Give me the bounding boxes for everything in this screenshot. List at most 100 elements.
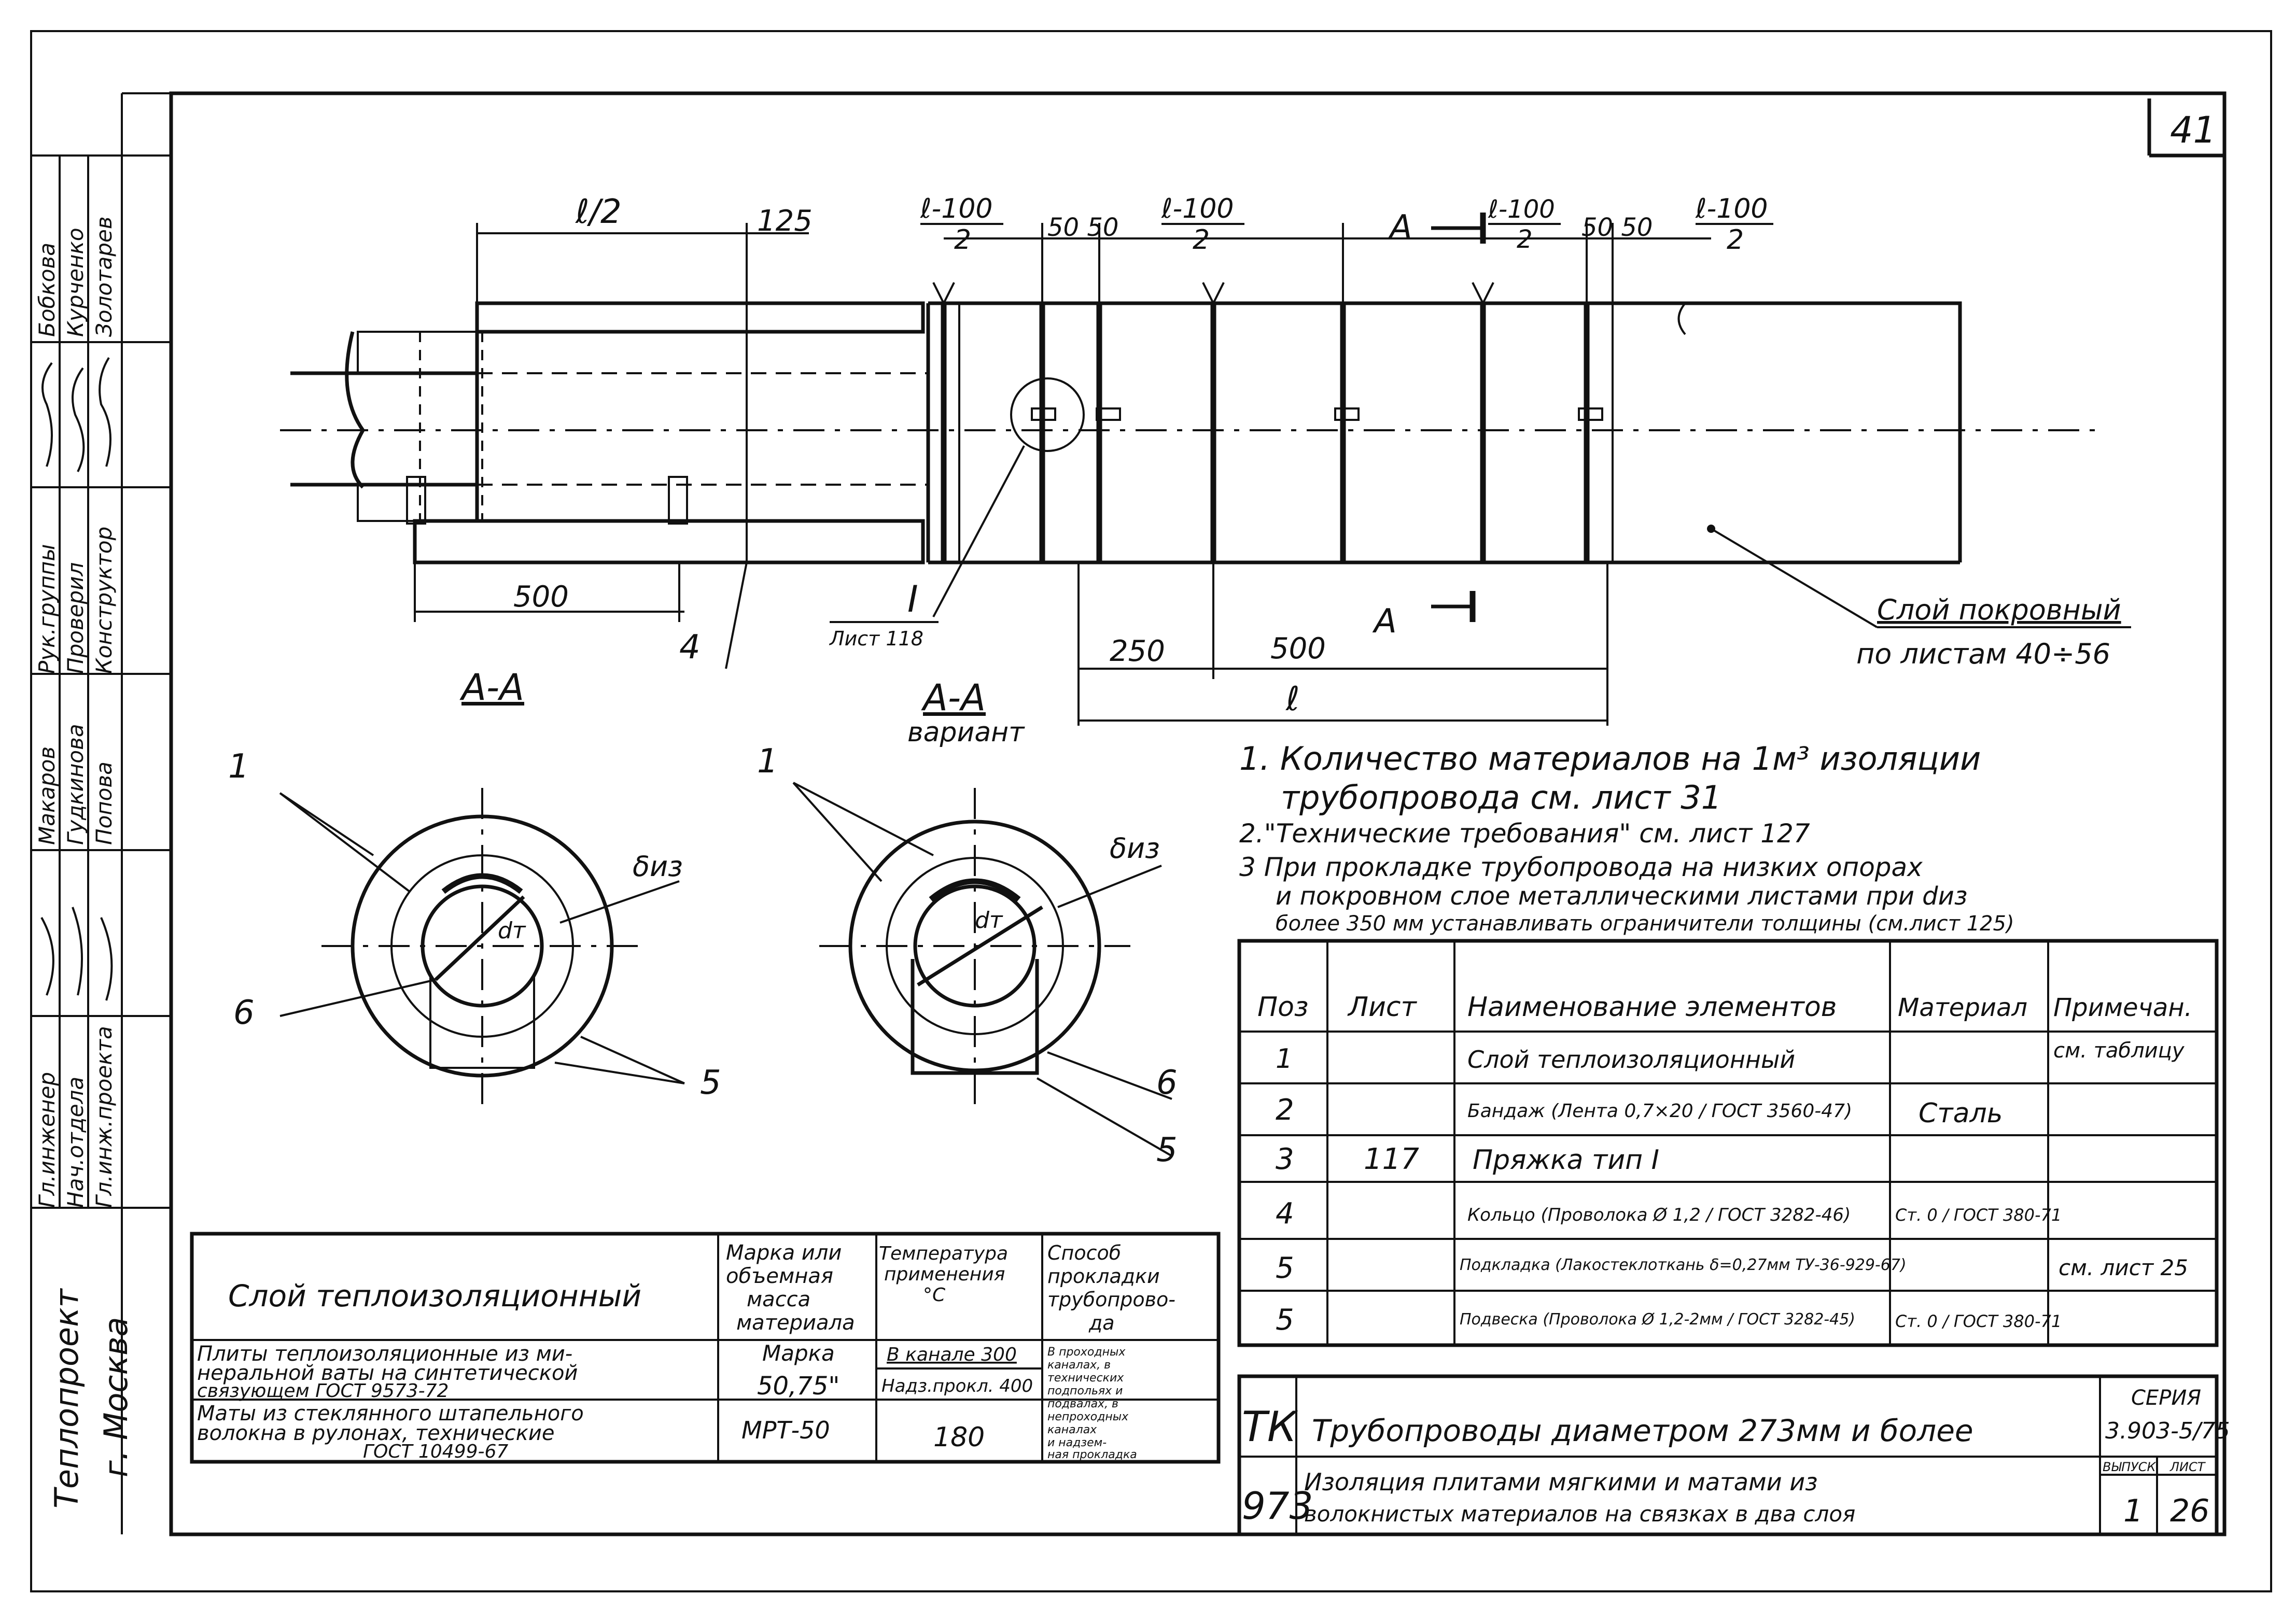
- layer-row2-mark: МРТ-50: [741, 1416, 830, 1444]
- layer-header-mark: масса: [747, 1288, 810, 1311]
- layer-header-layer: Слой теплоизоляционный: [228, 1278, 641, 1314]
- title-line-3: волокнистых материалов на связках в два …: [1304, 1501, 1855, 1527]
- dim-l: ℓ: [1285, 680, 1299, 718]
- stamp-role: Гл.инж.проекта: [91, 1026, 117, 1208]
- dim-125: 125: [757, 204, 813, 238]
- organization-name: Теплопроект: [48, 1288, 86, 1508]
- layer-row1-temp: Надз.прокл. 400: [881, 1376, 1033, 1396]
- layer-header-temp: °С: [923, 1285, 946, 1306]
- title-code-bottom: 973: [1242, 1484, 1313, 1528]
- stamp-name: Курченко: [63, 228, 88, 337]
- note-line: более 350 мм устанавливать ограничители …: [1276, 912, 2014, 936]
- signature-mark: [72, 367, 85, 472]
- spec-cell: 4: [1276, 1197, 1294, 1231]
- label-diz: δиз: [633, 850, 683, 883]
- pipeline-longitudinal-view: [280, 282, 2131, 669]
- sheet-value: 26: [2170, 1493, 2209, 1529]
- layer-row1-temp: В канале 300: [887, 1344, 1017, 1365]
- note-line: и покровном слое металлическими листами …: [1276, 882, 1967, 911]
- section-mark-a: А: [1372, 602, 1397, 641]
- spec-cell: 3: [1276, 1142, 1294, 1176]
- label-pos-6: 6: [1156, 1064, 1178, 1102]
- signature-mark: [100, 917, 113, 1001]
- spec-header-note: Примечан.: [2053, 993, 2192, 1022]
- note-line: трубопровода см. лист 31: [1281, 779, 1721, 816]
- spec-cell: Ст. 0 / ГОСТ 380-71: [1895, 1311, 2062, 1331]
- spec-cell: Сталь: [1919, 1098, 2003, 1129]
- layer-row1-method: В проходных: [1047, 1346, 1126, 1359]
- spec-header-pos: Поз: [1257, 992, 1309, 1023]
- layer-header-method: Способ: [1047, 1241, 1121, 1264]
- layer-header-mark: Марка или: [726, 1241, 842, 1265]
- dim-l100-denominator: 2: [1193, 224, 1210, 256]
- spec-cell: Подвеска (Проволока Ø 1,2-2мм / ГОСТ 328…: [1460, 1310, 1855, 1329]
- callout-detail-i: I: [907, 578, 918, 620]
- label-dt: dт: [975, 907, 1003, 934]
- layer-row1-method: ная прокладка: [1047, 1448, 1137, 1461]
- stamp-role: Рук.группы: [34, 544, 60, 674]
- specification-table: Поз Лист Наименование элементов Материал…: [1237, 939, 2219, 1347]
- spec-cell: 1: [1276, 1043, 1293, 1075]
- signature-mark: [41, 362, 53, 467]
- section-variant: вариант: [907, 717, 1025, 748]
- dim-250: 250: [1110, 634, 1165, 668]
- spec-cell: Подкладка (Лакостеклоткань δ=0,27мм ТУ-3…: [1460, 1256, 1907, 1274]
- layer-row1-method: каналах, в: [1047, 1359, 1111, 1372]
- spec-cell: см. таблицу: [2053, 1039, 2185, 1063]
- note-line: 2."Технические требования" см. лист 127: [1239, 818, 1810, 849]
- page-number: 41: [2170, 109, 2216, 151]
- spec-cell: 5: [1276, 1251, 1294, 1285]
- dim-l100-numerator: ℓ-100: [1161, 193, 1234, 224]
- spec-header-sheet: Лист: [1347, 992, 1417, 1023]
- signature-mark: [72, 907, 83, 996]
- note-line: 1. Количество материалов на 1м³ изоляции: [1239, 740, 1981, 778]
- dim-5050: 50 50: [1047, 213, 1118, 242]
- dim-l100-numerator: ℓ-100: [1695, 193, 1768, 224]
- layer-row1-method: подпольях и: [1047, 1385, 1123, 1398]
- layer-header-mark: объемная: [726, 1264, 833, 1288]
- layer-header-mark: материала: [736, 1311, 855, 1335]
- spec-cell: 5: [1276, 1303, 1294, 1337]
- section-mark-a: А: [1388, 208, 1412, 247]
- title-line-2: Изоляция плитами мягкими и матами из: [1304, 1468, 1818, 1496]
- spec-cell: Бандаж (Лента 0,7×20 / ГОСТ 3560-47): [1467, 1100, 1852, 1122]
- layer-header-method: трубопрово-: [1047, 1288, 1175, 1311]
- spec-header-material: Материал: [1898, 993, 2027, 1022]
- layer-row2-name: волокна в рулонах, технические: [197, 1421, 555, 1445]
- signature-mark: [40, 917, 54, 996]
- stamp-role: Нач.отдела: [63, 1077, 88, 1208]
- layer-row1-name: Плиты теплоизоляционные из ми-: [197, 1342, 572, 1366]
- spec-cell: Ст. 0 / ГОСТ 380-71: [1895, 1205, 2062, 1225]
- dimension-labels: ℓ/2 125 ℓ-100 2 50 50 ℓ-100 2 А ℓ-100 2 …: [459, 193, 2121, 748]
- callout-4: 4: [679, 628, 701, 667]
- dim-l100-denominator: 2: [1727, 224, 1744, 256]
- stamp-name: Макаров: [34, 746, 60, 845]
- insulation-layer-table: Слой теплоизоляционный Марка или объемна…: [190, 1232, 1221, 1464]
- dim-l100-numerator: ℓ-100: [1488, 195, 1555, 224]
- dimension-lines: [414, 213, 1711, 726]
- layer-header-method: прокладки: [1047, 1265, 1160, 1288]
- layer-header-method: да: [1088, 1311, 1115, 1334]
- dim-5050: 50 50: [1581, 213, 1653, 242]
- spec-cell: Слой теплоизоляционный: [1467, 1046, 1795, 1074]
- label-pos-1: 1: [757, 742, 778, 781]
- stamp-role: Конструктор: [91, 527, 117, 674]
- label-pos-1: 1: [228, 747, 249, 786]
- title-code-top: ТК: [1242, 1403, 1298, 1451]
- layer-row1-method: подвалах, в: [1047, 1398, 1118, 1410]
- spec-cell: Кольцо (Проволока Ø 1,2 / ГОСТ 3282-46): [1467, 1205, 1851, 1225]
- spec-cell: 117: [1364, 1142, 1419, 1176]
- layer-row1-name: связующем ГОСТ 9573-72: [197, 1380, 449, 1402]
- issue-value: 1: [2123, 1493, 2143, 1529]
- sheet-label: ЛИСТ: [2169, 1460, 2206, 1474]
- stamp-role: Гл.инженер: [34, 1072, 60, 1208]
- dim-l100-numerator: ℓ-100: [920, 193, 993, 224]
- layer-row2-name: Маты из стеклянного штапельного: [197, 1402, 584, 1426]
- layer-row1-method: каналах: [1047, 1423, 1097, 1436]
- layer-row2-temp: 180: [933, 1422, 985, 1453]
- dim-l100-denominator: 2: [1517, 225, 1533, 254]
- side-stamp: Гл.инженер Нач.отдела Гл.инж.проекта Рук…: [31, 154, 171, 1508]
- section-title-left: А-А: [459, 666, 524, 709]
- cover-layer-sheets: по листам 40÷56: [1856, 638, 2110, 670]
- layer-row1-method: непроходных: [1047, 1410, 1129, 1423]
